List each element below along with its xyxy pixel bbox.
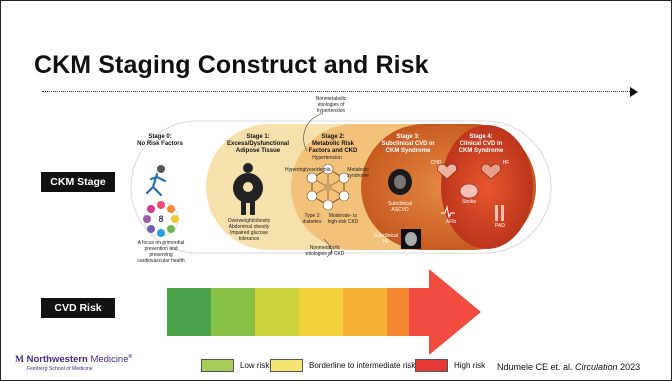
- northwestern-medicine-logo: M Northwestern Medicine® Feinberg School…: [15, 354, 132, 372]
- logo-mark: M: [15, 355, 24, 366]
- stage-2-item-type-2-diabetes: Type 2 diabetes: [302, 213, 322, 225]
- stage-0-label: Stage 0: No Risk Factors: [137, 134, 183, 147]
- heart-icon: [437, 163, 457, 180]
- stage-0-note: A focus on primordial prevention and pre…: [137, 240, 185, 264]
- slide-title: CKM Staging Construct and Risk: [34, 51, 429, 79]
- risk-segment-1: [211, 288, 256, 336]
- risk-segment-4: [343, 288, 388, 336]
- citation-authors: Ndumele CE et. al.: [497, 362, 576, 372]
- timeline-arrowhead-icon: [630, 87, 638, 97]
- legend-low: Low risk: [201, 359, 269, 372]
- legend-swatch-high: [415, 359, 448, 372]
- legend-swatch-borderline: [270, 359, 303, 372]
- subclinical-hf-scan-icon: [401, 229, 421, 249]
- stage-4-item-hf: HF: [502, 160, 510, 166]
- legend-borderline: Borderline to intermediate risk: [270, 359, 415, 372]
- legend-label-borderline: Borderline to intermediate risk: [309, 361, 416, 370]
- stage-1-note: Overweight/obesity Abdominal obesity Imp…: [227, 218, 271, 242]
- stage-3-item-hf: Subclinical HF: [374, 233, 398, 245]
- metabolic-network-diagram: [306, 163, 350, 211]
- stage-4-panel: [441, 125, 533, 249]
- runner-icon: [145, 165, 167, 197]
- stage-4-item-afib: AFib: [445, 219, 457, 225]
- afib-ecg-icon: [441, 205, 455, 219]
- citation: Ndumele CE et. al. Circulation 2023: [497, 362, 640, 372]
- annotation-leader-bottom: [323, 238, 332, 258]
- pad-legs-icon: [495, 205, 504, 221]
- legend-label-high: High risk: [454, 361, 486, 370]
- citation-year: 2023: [617, 362, 641, 372]
- dotted-timeline-arrow: [42, 91, 630, 92]
- annotation-top: Nonmetabolic etiologies of hypertension: [315, 96, 347, 114]
- stage-2-item-hypertriglyceridemia: Hypertriglyceridemia: [285, 167, 331, 173]
- cvd-risk-chip: CVD Risk: [41, 298, 115, 318]
- stage-2-item-metabolic-syndrome: Metabolic syndrome: [347, 167, 369, 179]
- logo-registered: ®: [128, 354, 133, 360]
- stage-1-label: Stage 1: Excess/Dysfunctional Adipose Ti…: [226, 134, 290, 154]
- risk-segment-2: [255, 288, 300, 336]
- legend-label-low: Low risk: [240, 361, 270, 370]
- logo-subtitle: Feinberg School of Medicine: [27, 366, 93, 373]
- stage-2-item-hypertension: Hypertension: [312, 155, 342, 161]
- stage-4-item-pad: PAD: [495, 223, 505, 229]
- risk-arrowhead: [409, 269, 481, 355]
- stage-4-item-chd: CHD: [430, 160, 442, 166]
- annotation-leader-top: [303, 112, 324, 152]
- obesity-silhouette-icon: [233, 163, 263, 215]
- legend-swatch-low: [201, 359, 234, 372]
- annotation-bottom: Nonmetabolic etiologies of CKD: [305, 245, 345, 257]
- lifes-essential-8-wheel-icon: 8: [143, 201, 179, 237]
- ckm-stage-chip: CKM Stage: [41, 172, 115, 192]
- stage-2-item-ckd: Moderate- to high-risk CKD: [327, 213, 359, 225]
- logo-name: Northwestern: [26, 354, 88, 366]
- hf-heart-icon: [481, 163, 501, 180]
- brain-stroke-icon: [459, 183, 479, 199]
- stage-3-item-ascvd: Subclinical ASCVD: [388, 201, 412, 213]
- stage-4-label: Stage 4: Clinical CVD in CKM Syndrome: [458, 134, 504, 154]
- subclinical-ascvd-scan-icon: [388, 169, 412, 195]
- stage-4-item-stroke: Stroke: [461, 199, 477, 205]
- citation-journal: Circulation: [575, 362, 618, 372]
- risk-segment-0: [167, 288, 212, 336]
- stage-3-label: Stage 3: Subclinical CVD in CKM Syndrome: [381, 134, 435, 154]
- svg-text:8: 8: [158, 214, 163, 224]
- risk-gradient-arrow: [167, 269, 481, 355]
- risk-segment-3: [299, 288, 344, 336]
- stage-2-label: Stage 2: Metabolic Risk Factors and CKD: [308, 134, 358, 154]
- logo-name-light: Medicine: [87, 354, 129, 366]
- legend-high: High risk: [415, 359, 485, 372]
- risk-segment-5: [387, 288, 410, 336]
